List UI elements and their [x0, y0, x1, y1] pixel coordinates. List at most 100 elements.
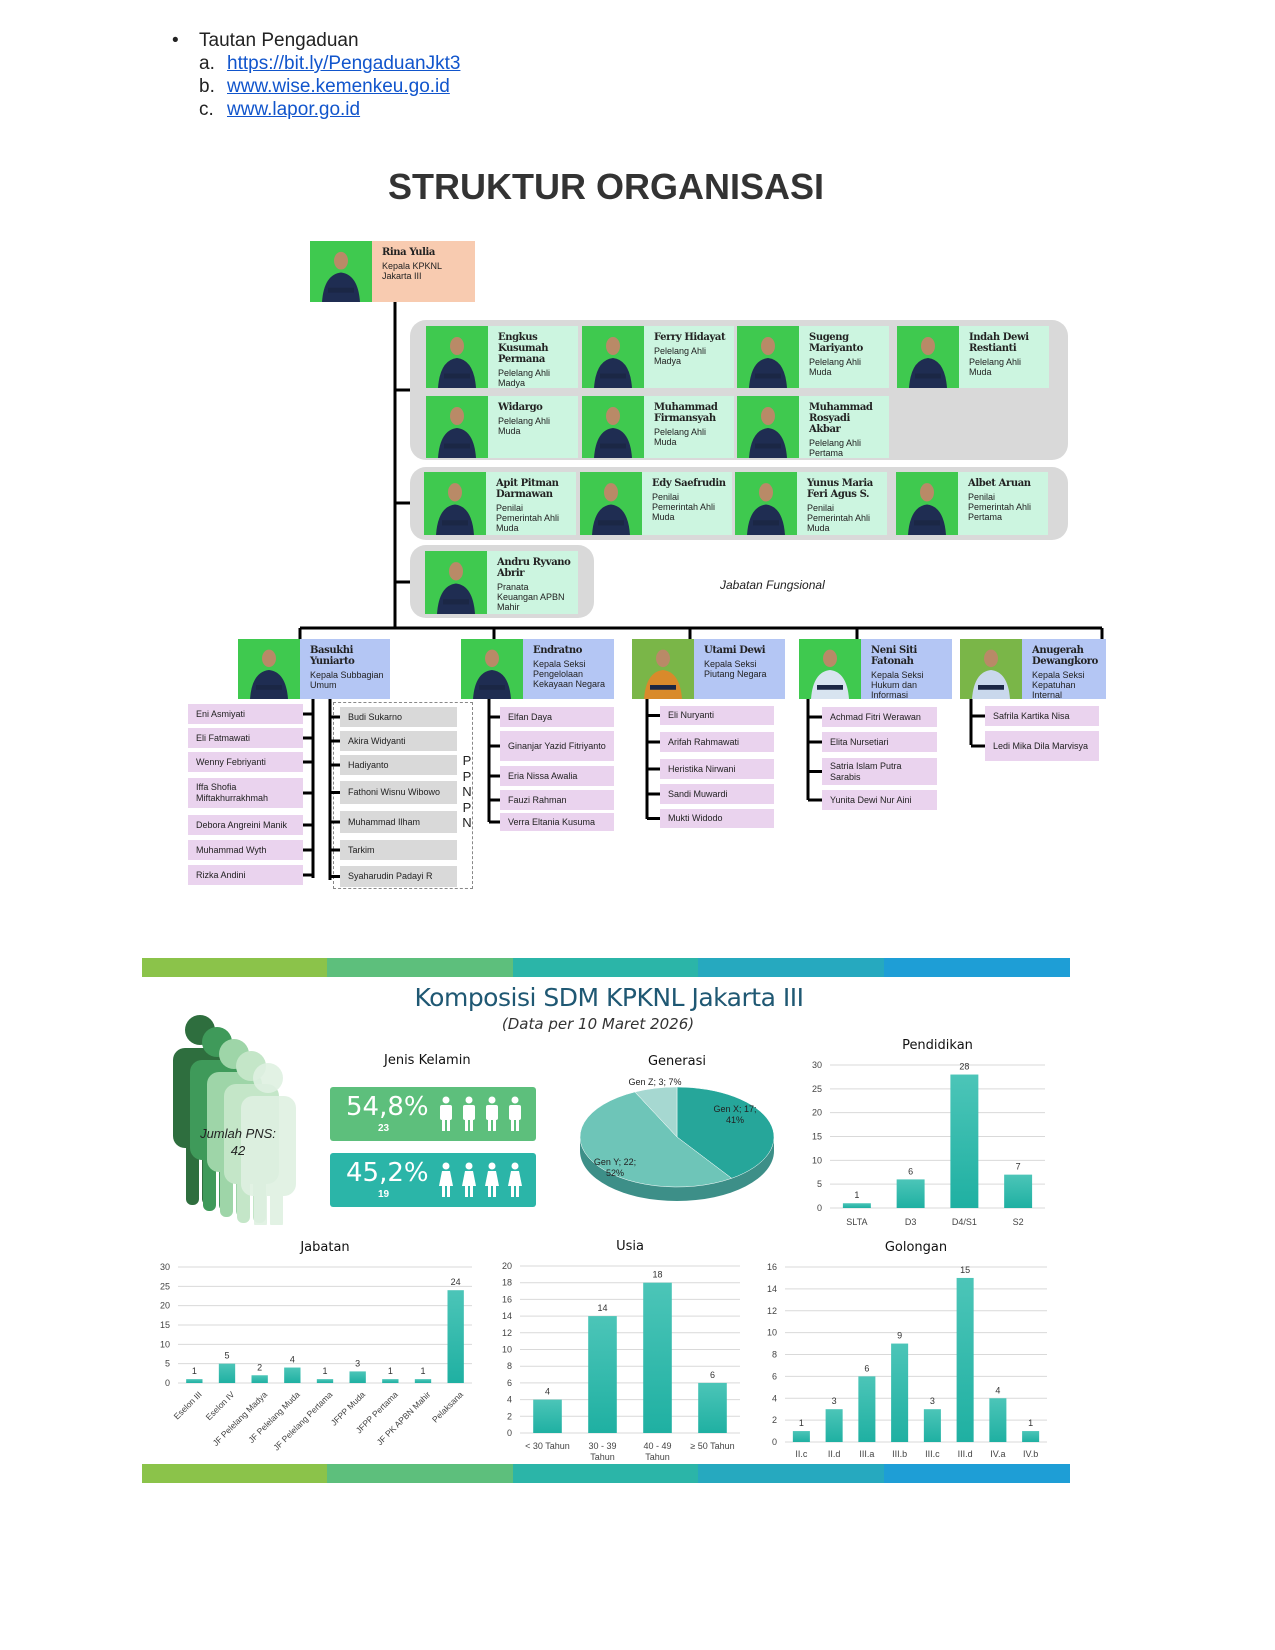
y-tick-label: 10: [767, 1328, 777, 1338]
person-name: Albet Aruan: [968, 478, 1031, 489]
y-tick-label: 20: [502, 1261, 512, 1271]
pns-total: 42: [230, 1143, 246, 1158]
data-label: 1: [388, 1366, 393, 1376]
ppnpn-item: Fathoni Wisnu Wibowo: [340, 781, 457, 804]
x-tick-label: < 30 Tahun: [525, 1441, 570, 1451]
staff-item: Eli Fatmawati: [188, 728, 303, 748]
pie-label: Gen Y; 22;52%: [594, 1157, 636, 1178]
link-row: b.www.wise.kemenkeu.go.id: [199, 76, 450, 97]
data-label: 6: [908, 1166, 913, 1176]
female-figure-icon: [462, 1162, 476, 1197]
staff-item: Elita Nursetiari: [822, 732, 937, 752]
data-label: 24: [451, 1277, 461, 1287]
person-role: Kepala Seksi Kepatuhan Internal: [1032, 670, 1085, 699]
person-name: Edy Saefrudin: [652, 478, 726, 489]
female-count: 19: [378, 1189, 390, 1200]
person-role: Pranata Keuangan APBN Mahir: [497, 582, 565, 612]
data-label: 5: [224, 1351, 229, 1361]
x-tick-label: Eselon III: [172, 1389, 204, 1421]
x-tick-label: S2: [1013, 1217, 1024, 1227]
data-label: 6: [864, 1363, 869, 1373]
y-tick-label: 30: [160, 1262, 170, 1272]
staff-item: Mukti Widodo: [660, 809, 774, 828]
pns-label: Jumlah PNS:: [200, 1126, 276, 1141]
data-label: 15: [960, 1265, 970, 1275]
color-band-segment: [698, 958, 885, 977]
person-role: Kepala KPKNL Jakarta III: [382, 261, 442, 281]
person-role: Penilai Pemerintah Ahli Muda: [496, 503, 560, 533]
male-percent: 54,8%: [346, 1092, 429, 1122]
x-tick-label: IV.a: [990, 1449, 1005, 1459]
bar: [950, 1074, 979, 1208]
y-tick-label: 20: [812, 1108, 822, 1118]
y-tick-label: 4: [772, 1393, 777, 1403]
bar: [1004, 1174, 1033, 1208]
chart-title: Pendidikan: [902, 1038, 973, 1053]
person-photo: [735, 472, 797, 535]
x-tick-label: JF Pelelang Pertama: [271, 1389, 334, 1452]
fungsional-label: Jabatan Fungsional: [720, 578, 825, 592]
male-count: 23: [378, 1123, 390, 1134]
x-tick-label: II.c: [795, 1449, 808, 1459]
x-tick-label: Pelaksana: [430, 1389, 465, 1424]
complaint-label: Tautan Pengaduan: [199, 30, 359, 51]
link-bitly[interactable]: https://bit.ly/PengaduanJkt3: [227, 53, 461, 74]
bar: [896, 1179, 925, 1208]
y-tick-label: 0: [817, 1203, 822, 1213]
person-photo: [580, 472, 642, 535]
person-photo: [896, 472, 958, 535]
x-tick-label: III.d: [958, 1449, 973, 1459]
bar: [792, 1431, 810, 1442]
data-label: 14: [597, 1303, 607, 1313]
color-band-segment: [698, 1464, 885, 1483]
staff-item: Sandi Muwardi: [660, 784, 774, 804]
person-name: Apit Pitman Darmawan: [496, 478, 559, 500]
male-figure-icon: [440, 1096, 452, 1131]
color-band-segment: [512, 1464, 699, 1483]
data-label: 6: [710, 1370, 715, 1380]
y-tick-label: 12: [502, 1328, 512, 1338]
y-tick-label: 15: [160, 1320, 170, 1330]
staff-item: Safrila Kartika Nisa: [985, 706, 1099, 726]
data-label: 3: [832, 1396, 837, 1406]
y-tick-label: 2: [772, 1415, 777, 1425]
x-tick-label: III.a: [859, 1449, 874, 1459]
infographic-subtitle: (Data per 10 Maret 2026): [501, 1015, 695, 1033]
complaint-links: • Tautan Pengaduan a.https://bit.ly/Peng…: [172, 29, 460, 121]
staff-item: Fauzi Rahman: [500, 790, 614, 810]
data-label: 1: [1028, 1418, 1033, 1428]
person-photo: [632, 639, 694, 699]
female-figure-icon: [439, 1162, 453, 1197]
link-row: c.www.lapor.go.id: [199, 99, 361, 120]
bar: [316, 1379, 334, 1383]
bar: [842, 1203, 871, 1208]
person-role: Kepala Seksi Hukum dan Informasi: [871, 670, 924, 699]
y-tick-label: 0: [507, 1428, 512, 1438]
link-lapor[interactable]: www.lapor.go.id: [227, 99, 361, 120]
person-photo: [960, 639, 1022, 699]
color-band-segment: [142, 1464, 328, 1483]
female-box: 45,2% 19: [330, 1153, 536, 1207]
person-name: Indah Dewi Restianti: [969, 332, 1029, 354]
ppnpn-item: Syaharudin Padayi R: [340, 866, 457, 887]
link-wise[interactable]: www.wise.kemenkeu.go.id: [227, 76, 450, 97]
person-role: Penilai Pemerintah Ahli Muda: [807, 503, 871, 533]
person-role: Kepala Seksi Pengelolaan Kekayaan Negara: [533, 659, 606, 689]
bar: [1022, 1431, 1040, 1442]
y-tick-label: 5: [165, 1359, 170, 1369]
staff-item: Ginanjar Yazid Fitriyanto: [500, 731, 614, 761]
chart-title: Generasi: [648, 1054, 706, 1069]
staff-item: Elfan Daya: [500, 707, 614, 727]
data-label: 3: [930, 1396, 935, 1406]
person-name: Yunus Maria Feri Agus S.: [807, 478, 873, 500]
staff-item: Arifah Rahmawati: [660, 732, 774, 752]
person-role: Pelelang Ahli Madya: [498, 368, 551, 388]
person-photo: [582, 326, 644, 388]
person-photo: [582, 396, 644, 458]
